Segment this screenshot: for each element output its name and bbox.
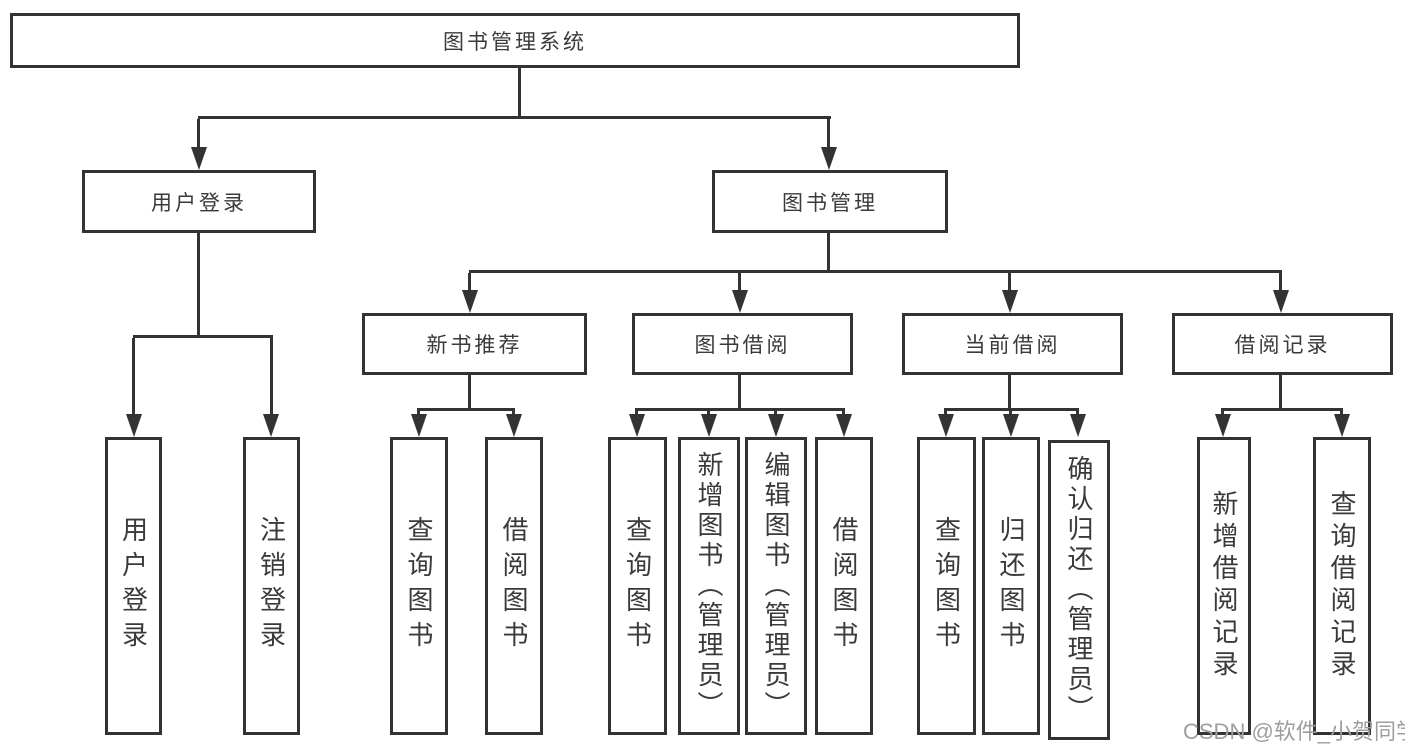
- connector-line: [469, 270, 1282, 273]
- connector-line: [270, 338, 273, 416]
- connector-line: [197, 233, 200, 338]
- connector-line: [707, 408, 710, 418]
- connector-line: [1222, 408, 1343, 411]
- arrowhead-down-icon: [732, 290, 748, 313]
- connector-line: [1008, 375, 1011, 411]
- leaf-current-query-books-label: 查询图书: [931, 516, 962, 656]
- leaf-borrowing-query-books: 查询图书: [608, 437, 667, 735]
- arrowhead-down-icon: [768, 414, 784, 437]
- leaf-query-borrow-record-label: 查询借阅记录: [1327, 490, 1357, 682]
- leaf-return-books: 归还图书: [982, 437, 1040, 735]
- leaf-newbook-borrow-books-label: 借阅图书: [499, 516, 529, 656]
- connector-line: [945, 408, 1079, 411]
- connector-line: [1340, 408, 1343, 418]
- arrowhead-down-icon: [506, 414, 522, 437]
- node-user-login: 用户登录: [82, 170, 316, 233]
- watermark-text: CSDN @软件_小贺同学: [1183, 719, 1405, 744]
- leaf-newbook-borrow-books: 借阅图书: [485, 437, 543, 735]
- connector-line: [1279, 273, 1282, 292]
- arrowhead-down-icon: [1003, 414, 1019, 437]
- leaf-add-borrow-record: 新增借阅记录: [1197, 437, 1251, 735]
- connector-line: [468, 375, 471, 411]
- leaf-add-borrow-record-label: 新增借阅记录: [1209, 490, 1239, 682]
- connector-line: [133, 335, 273, 338]
- arrowhead-down-icon: [701, 414, 717, 437]
- connector-line: [418, 408, 515, 411]
- connector-line: [197, 119, 200, 149]
- leaf-borrowing-borrow-books-label: 借阅图书: [829, 516, 859, 656]
- node-root-label: 图书管理系统: [443, 30, 587, 54]
- connector-line: [1008, 273, 1011, 292]
- leaf-borrowing-borrow-books: 借阅图书: [815, 437, 873, 735]
- node-book-borrowing: 图书借阅: [632, 313, 853, 375]
- node-borrowing-records-label: 借阅记录: [1234, 334, 1331, 357]
- connector-line: [842, 408, 845, 418]
- arrowhead-down-icon: [126, 414, 142, 437]
- connector-line: [774, 408, 777, 418]
- node-user-login-label: 用户登录: [151, 191, 247, 215]
- connector-line: [636, 408, 845, 411]
- leaf-edit-books-admin-label: 编辑图书（管理员）: [761, 451, 791, 721]
- connector-line: [468, 273, 471, 292]
- arrowhead-down-icon: [1070, 414, 1086, 437]
- connector-line: [738, 273, 741, 292]
- arrowhead-down-icon: [629, 414, 645, 437]
- arrowhead-down-icon: [1002, 290, 1018, 313]
- leaf-logout: 注销登录: [243, 437, 300, 735]
- arrowhead-down-icon: [263, 414, 279, 437]
- connector-line: [944, 408, 947, 418]
- node-current-borrowing-label: 当前借阅: [964, 334, 1061, 357]
- node-book-borrowing-label: 图书借阅: [694, 334, 791, 357]
- connector-line: [518, 68, 521, 119]
- arrowhead-down-icon: [411, 414, 427, 437]
- leaf-current-query-books: 查询图书: [917, 437, 976, 735]
- node-new-book-recommend: 新书推荐: [362, 313, 587, 375]
- connector-line: [198, 116, 831, 119]
- leaf-add-books-admin-label: 新增图书（管理员）: [694, 451, 724, 721]
- leaf-query-borrow-record: 查询借阅记录: [1313, 437, 1371, 735]
- node-root: 图书管理系统: [10, 13, 1020, 68]
- connector-line: [132, 338, 135, 416]
- connector-line: [827, 119, 830, 149]
- connector-line: [1221, 408, 1224, 418]
- arrowhead-down-icon: [1334, 414, 1350, 437]
- connector-line: [827, 233, 830, 273]
- connector-line: [1279, 375, 1282, 411]
- arrowhead-down-icon: [462, 290, 478, 313]
- connector-line: [512, 408, 515, 418]
- node-borrowing-records: 借阅记录: [1172, 313, 1393, 375]
- node-new-book-recommend-label: 新书推荐: [426, 334, 523, 357]
- leaf-return-books-label: 归还图书: [996, 516, 1026, 656]
- node-book-management-label: 图书管理: [782, 191, 878, 215]
- leaf-newbook-query-books: 查询图书: [390, 437, 448, 735]
- leaf-user-login: 用户登录: [105, 437, 162, 735]
- leaf-borrowing-query-books-label: 查询图书: [622, 516, 653, 656]
- connector-line: [635, 408, 638, 418]
- leaf-confirm-return-admin-label: 确认归还（管理员）: [1064, 455, 1094, 725]
- node-book-management: 图书管理: [712, 170, 948, 233]
- arrowhead-down-icon: [836, 414, 852, 437]
- leaf-logout-label: 注销登录: [256, 516, 287, 656]
- leaf-edit-books-admin: 编辑图书（管理员）: [745, 437, 807, 735]
- connector-line: [1009, 408, 1012, 418]
- leaf-user-login-label: 用户登录: [118, 516, 149, 656]
- connector-line: [738, 375, 741, 411]
- arrowhead-down-icon: [1273, 290, 1289, 313]
- arrowhead-down-icon: [1215, 414, 1231, 437]
- arrowhead-down-icon: [191, 147, 207, 170]
- leaf-newbook-query-books-label: 查询图书: [404, 516, 434, 656]
- leaf-confirm-return-admin: 确认归还（管理员）: [1048, 440, 1110, 740]
- connector-line: [1076, 408, 1079, 418]
- arrowhead-down-icon: [821, 147, 837, 170]
- arrowhead-down-icon: [938, 414, 954, 437]
- leaf-add-books-admin: 新增图书（管理员）: [678, 437, 740, 735]
- connector-line: [417, 408, 420, 418]
- node-current-borrowing: 当前借阅: [902, 313, 1123, 375]
